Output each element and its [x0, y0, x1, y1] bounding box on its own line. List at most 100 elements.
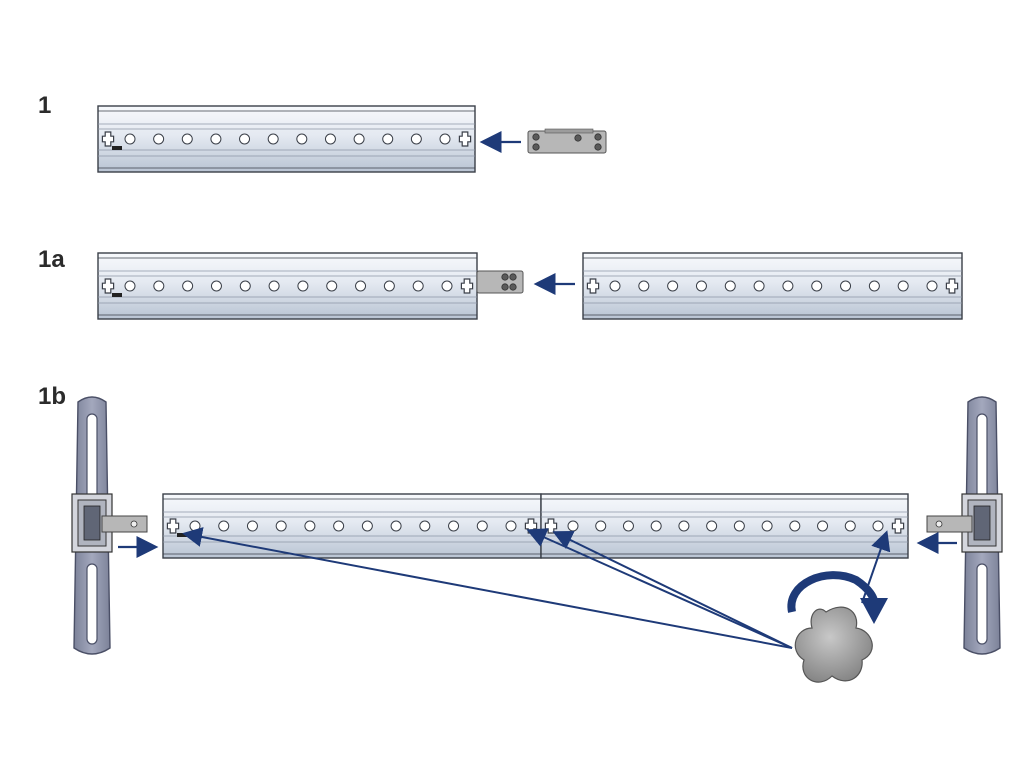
rail-step1a-right-hole — [695, 280, 707, 292]
rail-step1a-left-cross-left — [101, 278, 115, 294]
end-bracket-right-tab-hole — [935, 520, 943, 528]
rail-step1 — [97, 105, 476, 173]
rail-step1b-left-cross-left — [166, 518, 180, 534]
rail-step1-cross-right — [458, 131, 472, 147]
rail-step1a-left-hole — [441, 280, 453, 292]
rail-step1a-right-hole — [724, 280, 736, 292]
rail-step1a-right-hole — [753, 280, 765, 292]
rail-step1b-left — [162, 493, 542, 559]
rail-step1-hole — [439, 133, 451, 145]
rail-step1a-left-hole — [268, 280, 280, 292]
rail-step1a-right-cross-right — [945, 278, 959, 294]
rail-step1b-right-hole — [789, 520, 801, 532]
rail-step1a-left-hole — [182, 280, 194, 292]
rail-step1b-right-hole — [706, 520, 718, 532]
rail-step1b-left-hole — [218, 520, 230, 532]
rail-step1a-right-hole — [782, 280, 794, 292]
rail-step1-hole — [210, 133, 222, 145]
rail-step1-hole — [267, 133, 279, 145]
end-bracket-right-clamp-core — [973, 505, 991, 541]
rail-step1b-right-hole — [817, 520, 829, 532]
connector-plate-step1-hole — [532, 143, 540, 151]
rail-step1a-right-hole — [868, 280, 880, 292]
rail-step1a-right-hole — [926, 280, 938, 292]
rail-step1a-right-hole — [638, 280, 650, 292]
rail-step1a-left-hole — [297, 280, 309, 292]
connector-plate-step1a-hole — [509, 283, 517, 291]
rail-step1-hole — [181, 133, 193, 145]
connector-plate-step1 — [527, 128, 607, 154]
pointer-arrow-icon-2 — [552, 531, 793, 649]
rail-step1a-left-marker — [112, 293, 122, 297]
connector-plate-step1-hole — [532, 133, 540, 141]
rotation-arrow-icon — [787, 571, 879, 613]
rail-step1a-left-hole — [124, 280, 136, 292]
rail-step1b-left-hole — [448, 520, 460, 532]
rail-step1a-right — [582, 252, 963, 320]
rail-step1b-left-hole — [476, 520, 488, 532]
connector-plate-step1a-hole — [501, 283, 509, 291]
rail-step1b-left-hole — [189, 520, 201, 532]
pointer-arrow-icon-0 — [182, 527, 793, 649]
step-label-1a: 1a — [38, 246, 65, 273]
end-bracket-left-clamp-core — [83, 505, 101, 541]
rail-step1-hole — [239, 133, 251, 145]
rail-step1b-right-hole — [622, 520, 634, 532]
rail-step1a-left-hole — [326, 280, 338, 292]
rail-step1b-left-hole — [275, 520, 287, 532]
connector-plate-step1-hole — [574, 134, 582, 142]
rail-step1b-right-hole — [844, 520, 856, 532]
rail-step1b-right-hole — [761, 520, 773, 532]
rail-step1b-left-hole — [505, 520, 517, 532]
rail-step1b-right-hole — [650, 520, 662, 532]
end-bracket-right-tab — [926, 515, 973, 533]
end-bracket-right — [926, 396, 1003, 655]
rail-step1-hole — [353, 133, 365, 145]
rail-step1a-right-hole — [609, 280, 621, 292]
rail-step1-cross-left — [101, 131, 115, 147]
rail-step1-hole — [153, 133, 165, 145]
rail-step1a-left-hole — [210, 280, 222, 292]
end-bracket-left-tab — [101, 515, 148, 533]
rail-step1a-right-cross-left — [586, 278, 600, 294]
rail-step1a-left — [97, 252, 478, 320]
step-label-1: 1 — [38, 92, 52, 119]
pointer-arrow-icon-1 — [526, 528, 793, 649]
star-knob-icon — [794, 606, 873, 683]
rail-step1b-right-cross-right — [891, 518, 905, 534]
step-label-1b: 1b — [38, 383, 67, 410]
end-bracket-right-slot-bottom — [976, 563, 988, 645]
rail-step1b-right-hole — [872, 520, 884, 532]
end-bracket-left-tab-hole — [130, 520, 138, 528]
connector-plate-step1a-hole — [509, 273, 517, 281]
end-bracket-left — [71, 396, 148, 655]
end-bracket-left-slot-bottom — [86, 563, 98, 645]
rail-step1-hole — [382, 133, 394, 145]
rail-step1b-left-hole — [246, 520, 258, 532]
rail-step1-marker — [112, 146, 122, 150]
rail-step1a-right-hole — [667, 280, 679, 292]
rail-step1b-left-hole — [304, 520, 316, 532]
connector-plate-step1a — [476, 270, 524, 294]
connector-plate-step1-hole — [594, 143, 602, 151]
rail-step1a-left-hole — [239, 280, 251, 292]
rail-step1-hole — [124, 133, 136, 145]
rotation-arrow-head-icon — [860, 598, 888, 624]
connector-plate-step1a-hole — [501, 273, 509, 281]
rail-step1b-left-marker — [177, 533, 187, 537]
rail-step1a-right-hole — [840, 280, 852, 292]
connector-plate-lip — [544, 128, 594, 134]
rail-step1a-left-hole — [153, 280, 165, 292]
rail-step1-hole — [410, 133, 422, 145]
connector-plate-step1a-body — [476, 270, 524, 294]
rail-step1b-right-hole — [595, 520, 607, 532]
rail-step1a-right-hole — [897, 280, 909, 292]
rail-step1b-right — [540, 493, 909, 559]
rail-step1a-left-hole — [412, 280, 424, 292]
connector-plate-step1-body — [527, 130, 607, 154]
rail-step1b-right-hole — [567, 520, 579, 532]
rail-step1a-right-hole — [811, 280, 823, 292]
rail-step1b-left-hole — [390, 520, 402, 532]
